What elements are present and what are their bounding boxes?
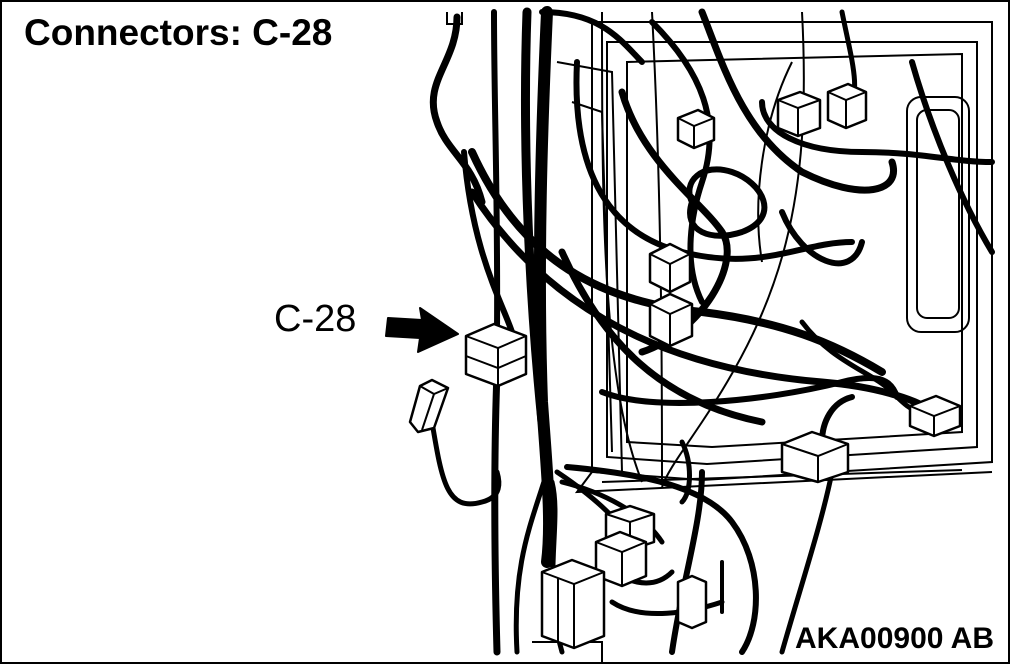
main-harness-trunk (491, 6, 645, 656)
connector-mid-1 (648, 242, 692, 294)
connector-blocks (408, 82, 962, 650)
c-28-connector (464, 322, 528, 388)
left-branch-wires (429, 12, 515, 507)
thin-wires (601, 11, 805, 488)
connector-upper-1 (676, 108, 716, 150)
connector-right-1 (908, 394, 962, 438)
figure-code: AKA00900 AB (795, 622, 994, 655)
connector-mid-2 (648, 292, 694, 348)
connector-left-plug (408, 378, 450, 434)
connector-upper-3 (826, 82, 868, 130)
connector-upper-2 (776, 90, 822, 138)
c-28-callout-label: C-28 (274, 298, 357, 340)
connector-lower-3 (540, 558, 606, 650)
connector-right-2 (780, 430, 850, 484)
page-title: Connectors: C-28 (24, 12, 333, 53)
c-28-callout-arrow (385, 307, 459, 353)
connector-lower-4 (676, 574, 708, 630)
